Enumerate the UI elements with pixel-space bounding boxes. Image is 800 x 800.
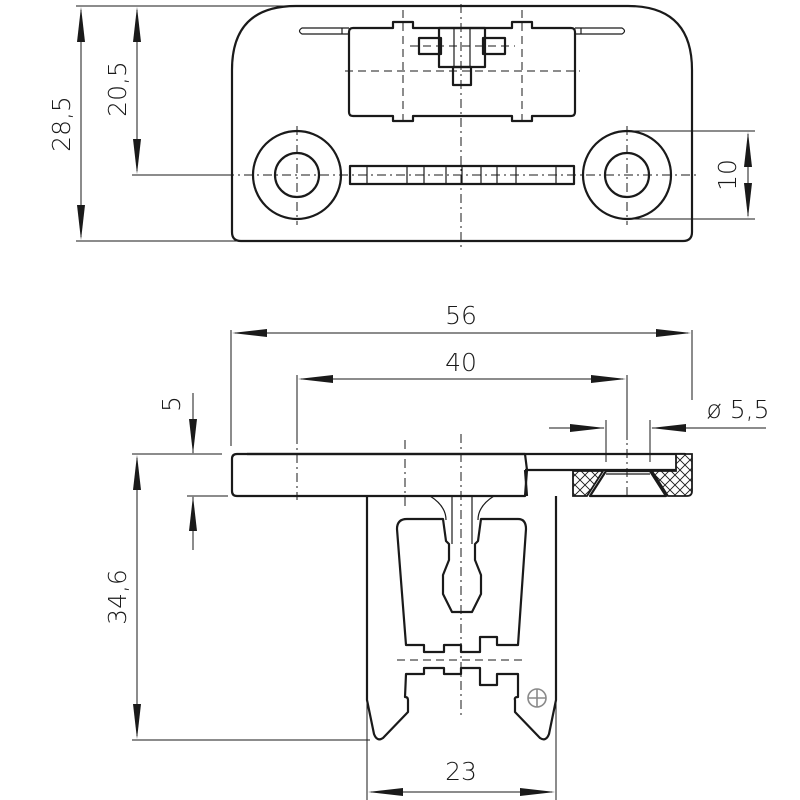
flange-outline: [230, 452, 529, 498]
dimension-40: 40: [296, 348, 628, 440]
plate-outline: [230, 4, 694, 243]
dimension-34-6: 34,6: [103, 455, 370, 741]
right-tab: [575, 27, 626, 35]
dim-label-diameter: ø 5,5: [706, 395, 769, 424]
dimension-diameter-5-5: ø 5,5: [549, 395, 770, 462]
dimension-5: 5: [132, 393, 228, 550]
section-right: [650, 453, 693, 497]
dim-label-40: 40: [445, 348, 477, 377]
recess-outline: [347, 20, 577, 123]
dimension-20-5: 20,5: [103, 7, 230, 176]
dim-label-20-5: 20,5: [103, 61, 132, 117]
dim-label-28-5: 28,5: [47, 96, 76, 152]
clip-upper: [395, 517, 528, 654]
front-view: 56 40 ø 5,5 5: [103, 301, 770, 800]
left-tab: [298, 27, 349, 35]
dimension-28-5: 28,5: [47, 5, 290, 242]
dimension-56: 56: [230, 301, 693, 446]
latch-stem: [451, 65, 473, 87]
crosshair-circle-icon: [527, 688, 547, 708]
latch-body: [437, 26, 487, 69]
dim-label-23: 23: [445, 757, 477, 786]
dimension-23: 23: [366, 500, 557, 800]
dim-label-34-6: 34,6: [103, 569, 132, 625]
dim-label-5: 5: [157, 396, 186, 412]
dimension-10: 10: [627, 130, 755, 220]
section-left: [572, 470, 605, 497]
dim-label-10: 10: [713, 159, 742, 191]
top-view: 28,5 20,5 10: [47, 4, 755, 248]
dim-label-56: 56: [445, 301, 477, 330]
